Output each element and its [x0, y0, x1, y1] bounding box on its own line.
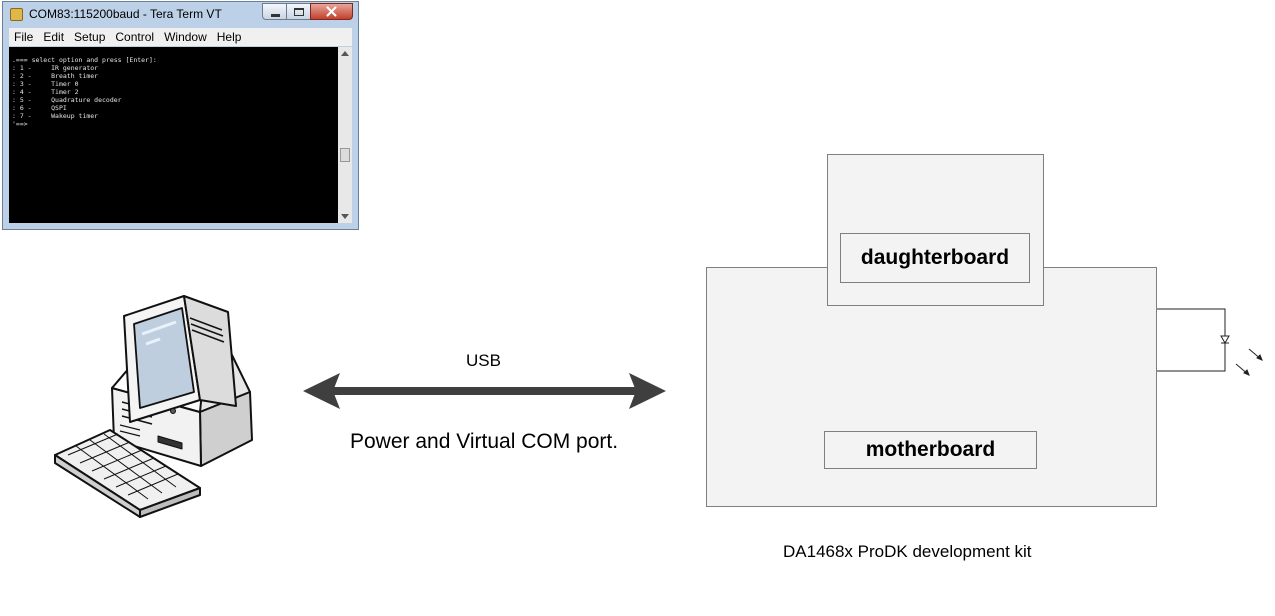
usb-arrow: [303, 373, 666, 409]
menu-window[interactable]: Window: [164, 30, 207, 44]
terminal-line: : 7 - Wakeup timer: [12, 112, 99, 120]
terminal-line: : 3 - Timer 0: [12, 80, 79, 88]
menu-control[interactable]: Control: [115, 30, 155, 44]
scroll-up-icon[interactable]: [341, 51, 349, 56]
terminal-line: : 1 - IR generator: [12, 64, 99, 72]
daughterboard-box: [827, 154, 1044, 306]
close-icon: [326, 6, 337, 17]
terminal-menubar: File Edit Setup Control Window Help: [9, 28, 352, 46]
scroll-down-icon[interactable]: [341, 214, 349, 219]
daughterboard-label: daughterboard: [840, 233, 1030, 283]
teraterm-app-icon: [10, 8, 23, 21]
maximize-icon: [294, 8, 304, 16]
motherboard-label: motherboard: [824, 431, 1037, 469]
usb-label: USB: [466, 351, 501, 370]
menu-file[interactable]: File: [14, 30, 34, 44]
terminal-scrollbar[interactable]: [338, 47, 352, 223]
terminal-prompt: '==>: [12, 120, 28, 128]
connection-description: Power and Virtual COM port.: [350, 430, 619, 453]
kit-caption: DA1468x ProDK development kit: [783, 542, 1032, 561]
menu-edit[interactable]: Edit: [43, 30, 65, 44]
terminal-window: COM83:115200baud - Tera Term VT File Edi…: [2, 1, 359, 230]
minimize-icon: [271, 14, 280, 17]
window-controls: [262, 3, 353, 21]
terminal-line: : 5 - Quadrature decoder: [12, 96, 122, 104]
terminal-titlebar[interactable]: COM83:115200baud - Tera Term VT: [3, 2, 358, 27]
menu-setup[interactable]: Setup: [74, 30, 106, 44]
terminal-screen[interactable]: .=== select option and press [Enter]: : …: [9, 47, 338, 223]
computer-icon: [54, 295, 253, 518]
terminal-title: COM83:115200baud - Tera Term VT: [29, 7, 222, 21]
maximize-button[interactable]: [286, 3, 311, 20]
led-icon: [1157, 308, 1263, 376]
close-button[interactable]: [310, 3, 353, 20]
terminal-line: : 4 - Timer 2: [12, 88, 79, 96]
menu-help[interactable]: Help: [216, 30, 242, 44]
terminal-line: : 2 - Breath timer: [12, 72, 99, 80]
scroll-thumb[interactable]: [340, 148, 350, 162]
terminal-line: .=== select option and press [Enter]:: [12, 56, 157, 64]
terminal-line: : 6 - QSPI: [12, 104, 67, 112]
